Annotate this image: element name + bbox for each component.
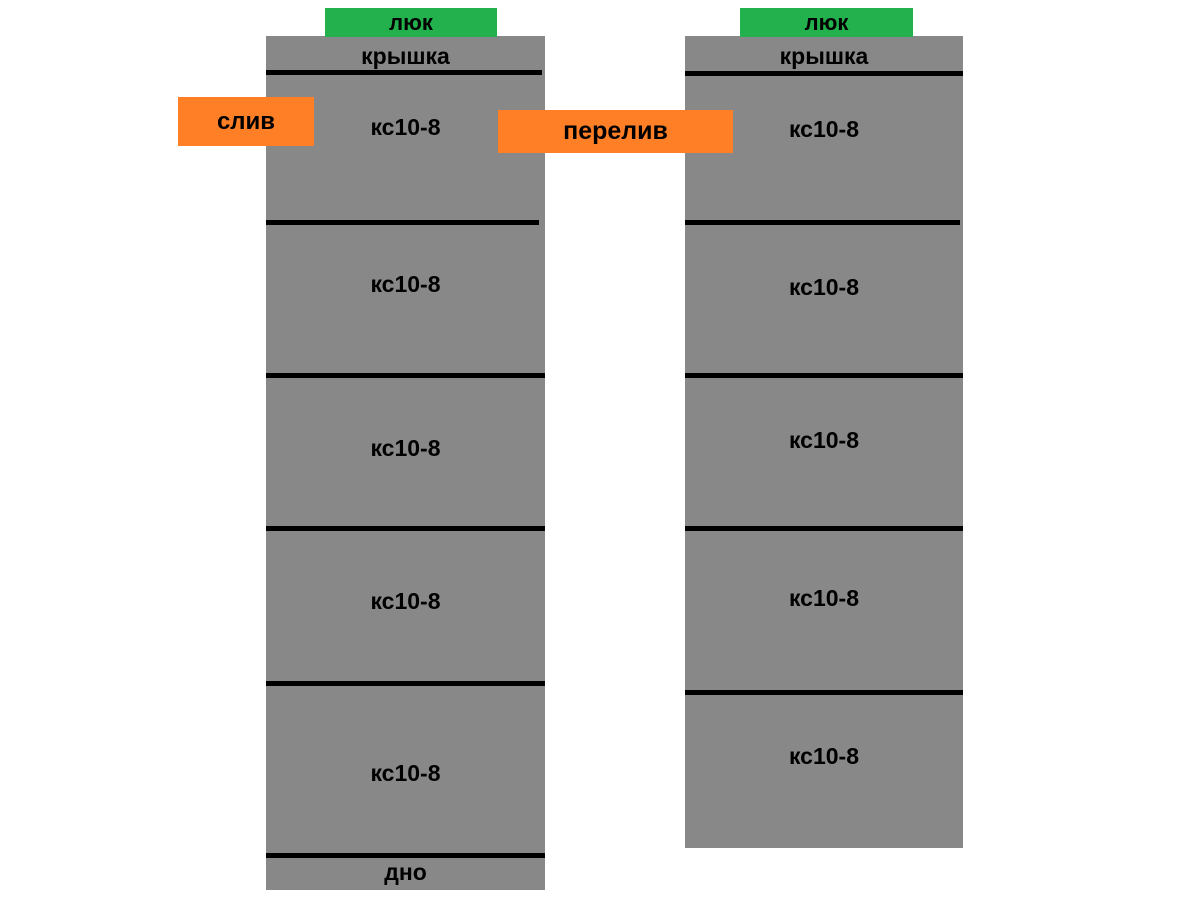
inlet-pipe-label: слив xyxy=(216,107,276,135)
left-well-seam-cap xyxy=(266,70,542,75)
left-well-seam-1 xyxy=(266,220,539,225)
right-well-seam-3 xyxy=(685,526,963,531)
left-well-seam-2 xyxy=(266,373,545,378)
left-well-shaft xyxy=(266,36,545,890)
overflow-pipe-plate[interactable]: перелив xyxy=(498,110,733,153)
right-well-seam-4 xyxy=(685,690,963,695)
left-well-seam-3 xyxy=(266,526,545,531)
left-well-ring-5-label: кс10-8 xyxy=(370,760,441,786)
overflow-pipe-label: перелив xyxy=(563,117,668,145)
right-well-ring-1-label: кс10-8 xyxy=(788,116,860,142)
left-well-hatch-label: люк xyxy=(389,9,433,35)
right-well-ring-4-label: кс10-8 xyxy=(788,585,860,611)
right-well-ring-5-label: кс10-8 xyxy=(788,743,860,769)
left-well-hatch-plate[interactable]: люк xyxy=(325,8,497,37)
right-well-seam-1 xyxy=(685,220,960,225)
left-well-ring-4-label: кс10-8 xyxy=(370,588,441,614)
right-well-seam-cap xyxy=(685,71,963,76)
right-well-ring-2-label: кс10-8 xyxy=(788,274,860,300)
left-well-ring-3-label: кс10-8 xyxy=(370,435,441,461)
right-well-cap-label: крышка xyxy=(779,43,869,69)
left-well-ring-1-label: кс10-8 xyxy=(370,114,441,140)
left-well-cap-label: крышка xyxy=(361,43,450,69)
right-well-hatch-plate[interactable]: люк xyxy=(740,8,913,37)
left-well-seam-4 xyxy=(266,681,545,686)
left-well-ring-2-label: кс10-8 xyxy=(370,271,441,297)
inlet-pipe-plate[interactable]: слив xyxy=(178,97,314,146)
right-well-shaft xyxy=(685,36,963,848)
left-well-bottom-label: дно xyxy=(384,859,427,885)
right-well-hatch-label: люк xyxy=(804,9,849,35)
left-well-seam-bottom xyxy=(266,853,545,858)
right-well-seam-2 xyxy=(685,373,963,378)
right-well-ring-3-label: кс10-8 xyxy=(788,427,860,453)
